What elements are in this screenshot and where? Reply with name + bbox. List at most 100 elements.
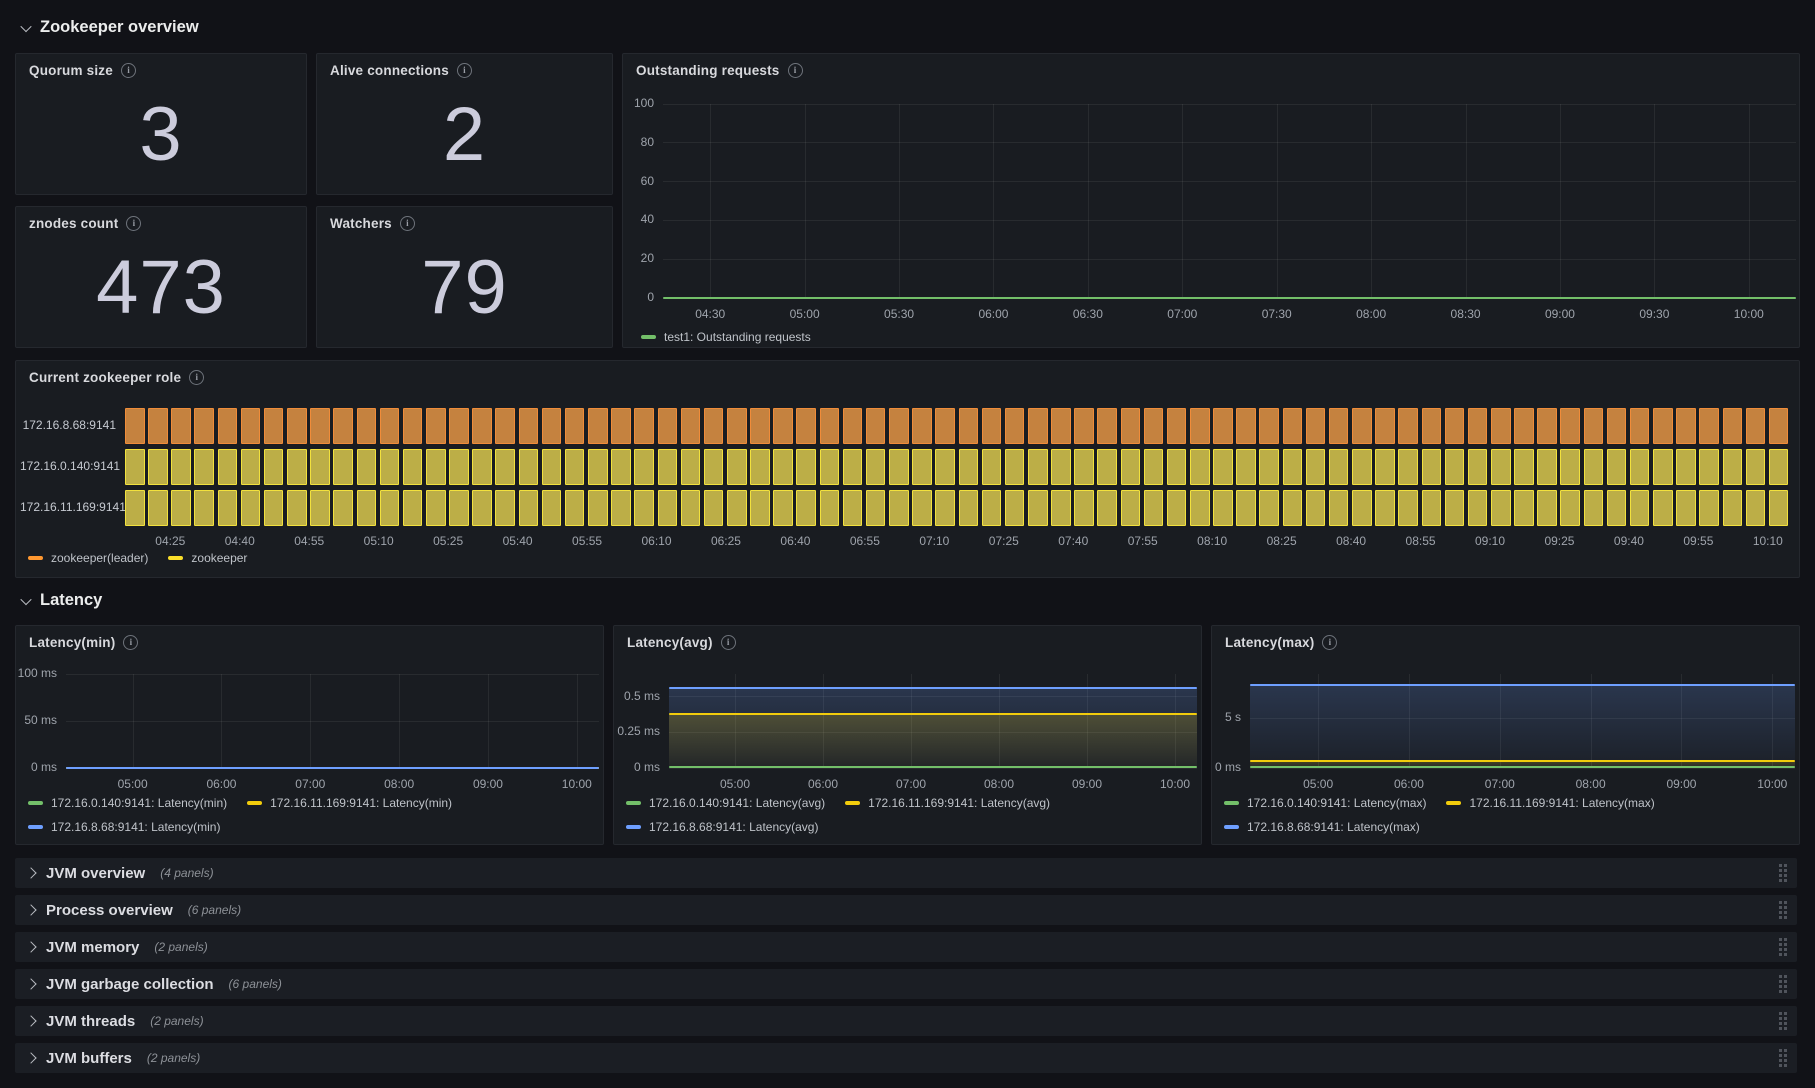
status-bar[interactable]	[1629, 449, 1650, 485]
status-bar[interactable]	[1120, 490, 1141, 526]
status-bar[interactable]	[1398, 408, 1418, 444]
status-bar[interactable]	[958, 490, 979, 526]
status-bar[interactable]	[1143, 408, 1164, 444]
panel-title[interactable]: Watchers	[330, 216, 392, 231]
status-bar[interactable]	[425, 490, 446, 526]
status-bar[interactable]	[1328, 408, 1349, 444]
row-header-zookeeper-overview[interactable]: Zookeeper overview	[20, 18, 199, 37]
status-bar[interactable]	[449, 490, 469, 526]
status-bar[interactable]	[402, 408, 423, 444]
info-icon[interactable]: i	[123, 635, 139, 650]
status-bar[interactable]	[935, 490, 955, 526]
status-bar[interactable]	[287, 408, 307, 444]
status-bar[interactable]	[889, 449, 909, 485]
status-bar[interactable]	[1213, 408, 1233, 444]
status-bar[interactable]	[1768, 449, 1789, 485]
status-bar[interactable]	[889, 490, 909, 526]
status-bar[interactable]	[1352, 449, 1372, 485]
status-bar[interactable]	[1491, 408, 1511, 444]
legend-item[interactable]: 172.16.8.68:9141: Latency(max)	[1224, 820, 1420, 834]
status-bar[interactable]	[171, 408, 191, 444]
status-bar[interactable]	[981, 408, 1002, 444]
status-bar[interactable]	[1120, 408, 1141, 444]
status-bar[interactable]	[912, 449, 932, 485]
status-bar[interactable]	[1491, 490, 1511, 526]
status-bar[interactable]	[1097, 449, 1117, 485]
status-bar[interactable]	[125, 449, 145, 485]
status-bar[interactable]	[333, 408, 353, 444]
status-bar[interactable]	[819, 408, 840, 444]
status-bar[interactable]	[796, 408, 816, 444]
status-bar[interactable]	[356, 449, 377, 485]
status-bar[interactable]	[1560, 490, 1581, 526]
status-bar[interactable]	[958, 449, 979, 485]
status-bar[interactable]	[1653, 408, 1673, 444]
status-bar[interactable]	[680, 490, 701, 526]
status-bar[interactable]	[657, 408, 678, 444]
status-bar[interactable]	[1583, 449, 1604, 485]
status-bar[interactable]	[217, 408, 238, 444]
status-bar[interactable]	[1560, 408, 1581, 444]
status-bar[interactable]	[1027, 408, 1048, 444]
status-bar[interactable]	[1259, 408, 1280, 444]
status-bar[interactable]	[287, 490, 307, 526]
status-bar[interactable]	[449, 449, 469, 485]
status-bar[interactable]	[1282, 490, 1303, 526]
status-bar[interactable]	[518, 408, 539, 444]
row-header-latency[interactable]: Latency	[20, 591, 102, 610]
status-bar[interactable]	[865, 490, 886, 526]
row-header-jvm-threads[interactable]: JVM threads(2 panels)	[15, 1006, 1797, 1036]
panel-title[interactable]: Quorum size	[29, 63, 113, 78]
status-bar[interactable]	[310, 490, 330, 526]
status-bar[interactable]	[865, 449, 886, 485]
status-bar[interactable]	[402, 449, 423, 485]
status-bar[interactable]	[1074, 490, 1094, 526]
status-bar[interactable]	[726, 408, 747, 444]
status-bar[interactable]	[935, 408, 955, 444]
status-bar[interactable]	[1722, 449, 1743, 485]
status-bar[interactable]	[194, 449, 214, 485]
status-bar[interactable]	[171, 490, 191, 526]
info-icon[interactable]: i	[126, 216, 142, 231]
status-bar[interactable]	[703, 449, 724, 485]
status-bar[interactable]	[1467, 490, 1488, 526]
status-bar[interactable]	[472, 490, 492, 526]
status-bar[interactable]	[1259, 449, 1280, 485]
status-bar[interactable]	[634, 408, 654, 444]
status-bar[interactable]	[402, 490, 423, 526]
status-bar[interactable]	[842, 490, 863, 526]
status-bar[interactable]	[1236, 408, 1256, 444]
legend-item[interactable]: zookeeper	[168, 551, 247, 565]
status-bar[interactable]	[773, 490, 793, 526]
legend-item[interactable]: zookeeper(leader)	[28, 551, 148, 565]
panel-title[interactable]: znodes count	[29, 216, 119, 231]
status-bar[interactable]	[842, 408, 863, 444]
row-header-jvm-memory[interactable]: JVM memory(2 panels)	[15, 932, 1797, 962]
info-icon[interactable]: i	[189, 370, 205, 385]
legend-item[interactable]: 172.16.11.169:9141: Latency(avg)	[845, 796, 1050, 810]
status-bar[interactable]	[1676, 408, 1696, 444]
legend-item[interactable]: 172.16.8.68:9141: Latency(min)	[28, 820, 220, 834]
status-bar[interactable]	[588, 449, 608, 485]
status-bar[interactable]	[611, 408, 631, 444]
status-bar[interactable]	[1166, 408, 1187, 444]
status-bar[interactable]	[263, 490, 284, 526]
legend-item[interactable]: 172.16.11.169:9141: Latency(max)	[1446, 796, 1655, 810]
status-bar[interactable]	[1190, 408, 1210, 444]
row-drag-handle-icon[interactable]	[1779, 938, 1787, 956]
status-bar[interactable]	[1722, 490, 1743, 526]
status-bar[interactable]	[541, 408, 562, 444]
status-bar[interactable]	[1768, 490, 1789, 526]
status-bar[interactable]	[1190, 490, 1210, 526]
status-bar[interactable]	[310, 449, 330, 485]
status-bar[interactable]	[703, 408, 724, 444]
legend-item[interactable]: 172.16.0.140:9141: Latency(avg)	[626, 796, 825, 810]
row-header-process-overview[interactable]: Process overview(6 panels)	[15, 895, 1797, 925]
legend-item[interactable]: 172.16.0.140:9141: Latency(min)	[28, 796, 227, 810]
panel-title[interactable]: Alive connections	[330, 63, 449, 78]
status-bar[interactable]	[1375, 449, 1395, 485]
status-bar[interactable]	[1004, 490, 1025, 526]
status-bar[interactable]	[1328, 490, 1349, 526]
status-bar[interactable]	[1699, 449, 1719, 485]
row-header-jvm-overview[interactable]: JVM overview(4 panels)	[15, 858, 1797, 888]
